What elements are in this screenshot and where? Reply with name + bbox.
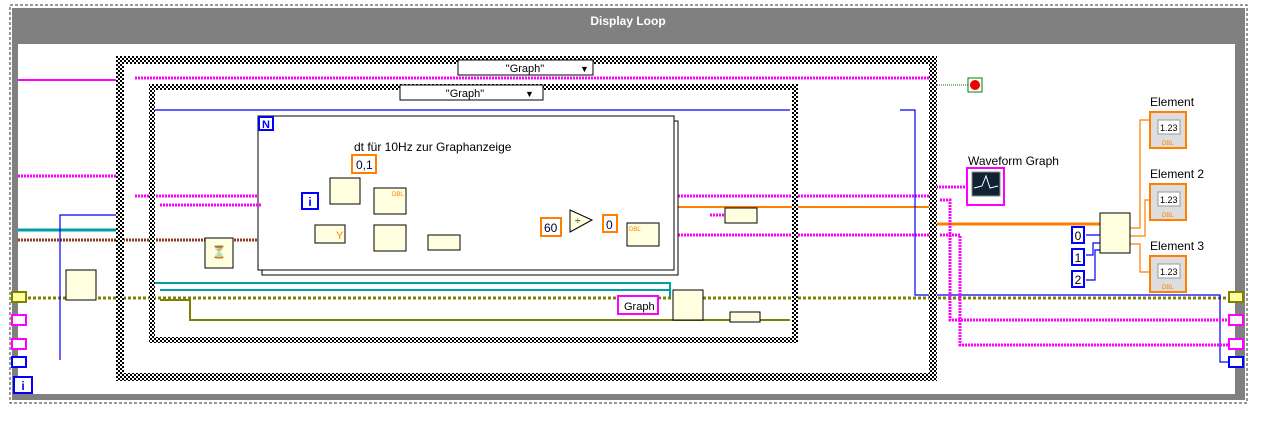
svg-text:i: i xyxy=(21,379,24,393)
loop-iteration-terminal xyxy=(13,376,33,394)
svg-text:1: 1 xyxy=(1075,251,1082,265)
wait-node xyxy=(204,237,234,269)
svg-text:Y: Y xyxy=(336,230,344,242)
outer-case-selector[interactable]: "Graph" xyxy=(506,63,544,75)
waveform-graph-indicator[interactable]: Waveform Graph xyxy=(966,154,1059,206)
svg-text:Element: Element xyxy=(1150,95,1195,109)
build-array-node xyxy=(427,234,461,251)
svg-text:1.23: 1.23 xyxy=(1160,267,1178,277)
svg-text:DBL: DBL xyxy=(629,227,641,233)
svg-text:▼: ▼ xyxy=(580,64,589,74)
outer-case-structure[interactable]: "Graph" ▼ xyxy=(116,56,937,381)
svg-text:⏳: ⏳ xyxy=(212,245,227,259)
inner-case-structure[interactable]: "Graph" ▼ xyxy=(149,84,798,343)
element-indicator-3[interactable]: Element 3 1.23 DBL xyxy=(1149,239,1204,293)
svg-text:2: 2 xyxy=(1075,273,1082,287)
svg-text:0,1: 0,1 xyxy=(356,158,373,172)
merge-errors-node xyxy=(729,311,761,323)
build-waveform-node xyxy=(626,222,660,247)
svg-text:DBL: DBL xyxy=(1162,285,1174,291)
element-indicator-1[interactable]: Element 1.23 DBL xyxy=(1149,95,1195,149)
graph-enum-constant xyxy=(617,295,659,315)
svg-text:Graph: Graph xyxy=(624,301,655,313)
unbundle-node xyxy=(373,187,407,215)
svg-text:÷: ÷ xyxy=(575,216,581,227)
t0-constant xyxy=(602,214,618,233)
svg-text:DBL: DBL xyxy=(1162,213,1174,219)
svg-text:0: 0 xyxy=(606,218,613,232)
get-waveform-component-node xyxy=(314,224,346,244)
enqueue-node xyxy=(672,289,704,321)
loop-title: Display Loop xyxy=(590,14,665,28)
svg-text:DBL: DBL xyxy=(392,192,404,198)
divisor-constant xyxy=(540,217,562,237)
svg-text:1.23: 1.23 xyxy=(1160,123,1178,133)
inner-case-selector[interactable]: "Graph" xyxy=(446,88,484,100)
svg-text:Element 3: Element 3 xyxy=(1150,239,1204,253)
nodes: 0,1 i DBL Y ⏳ 60 ÷ 0 DBL Graph i 0 1 xyxy=(13,77,1131,394)
svg-text:Element 2: Element 2 xyxy=(1150,167,1204,181)
svg-text:DBL: DBL xyxy=(1162,141,1174,147)
dt-constant xyxy=(351,154,377,174)
svg-text:▼: ▼ xyxy=(525,89,534,99)
index-array-node xyxy=(329,177,361,205)
divide-node xyxy=(569,209,594,233)
count-terminal: N xyxy=(262,119,270,131)
svg-text:i: i xyxy=(308,195,311,209)
element-indicator-2[interactable]: Element 2 1.23 DBL xyxy=(1149,167,1204,221)
for-loop[interactable]: N dt für 10Hz zur Graphanzeige xyxy=(257,115,679,276)
comment-label: dt für 10Hz zur Graphanzeige xyxy=(354,140,512,154)
svg-text:0: 0 xyxy=(1075,229,1082,243)
index-array-node-2 xyxy=(373,224,407,252)
svg-text:60: 60 xyxy=(544,221,558,235)
svg-text:1.23: 1.23 xyxy=(1160,195,1178,205)
build-array-node-2 xyxy=(724,207,758,224)
shift-registers xyxy=(11,291,1244,368)
svg-text:Waveform Graph: Waveform Graph xyxy=(968,154,1059,168)
index-array-node-3 xyxy=(1099,212,1131,254)
iteration-terminal xyxy=(301,192,319,210)
dequeue-node xyxy=(65,269,97,301)
